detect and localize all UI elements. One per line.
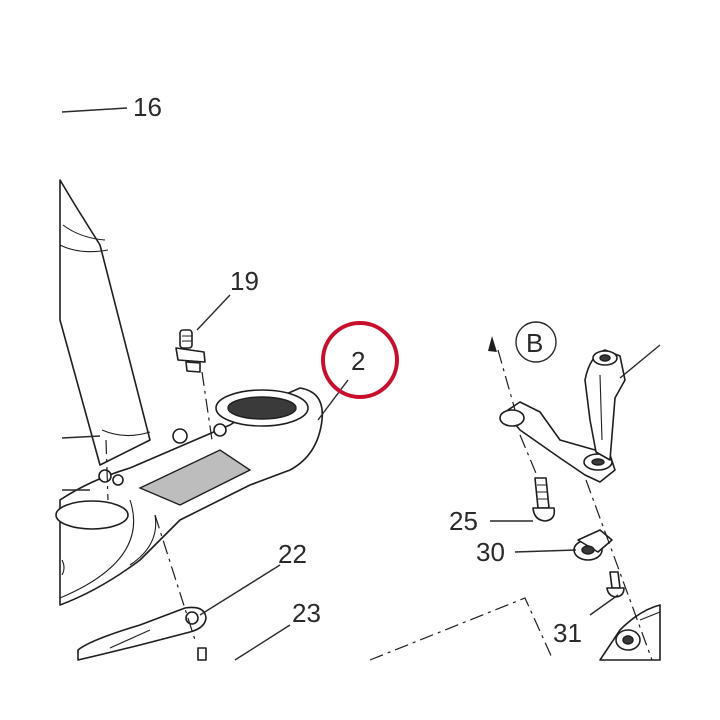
steering-damper [599, 604, 661, 661]
callout-16: 16 [133, 92, 162, 122]
bushing-30 [573, 529, 613, 561]
steering-damper-bracket [499, 349, 626, 483]
part-22 [77, 606, 207, 661]
bolt-25 [532, 477, 556, 522]
callout-31: 31 [553, 618, 582, 648]
arrow-to-b [488, 336, 497, 352]
centerlines [105, 349, 653, 661]
callout-2: 2 [351, 346, 365, 376]
callout-23: 23 [292, 598, 321, 628]
callout-25: 25 [449, 506, 478, 536]
highlight-ring [321, 321, 399, 399]
leader-lines [61, 107, 661, 661]
triple-clamp [55, 387, 324, 606]
callout-22: 22 [278, 539, 307, 569]
callout-30: 30 [476, 537, 505, 567]
reference-b-circle [515, 321, 557, 363]
callout-b: B [526, 328, 543, 358]
bolt-19 [175, 329, 206, 373]
fork-tube [59, 179, 151, 466]
callout-19: 19 [230, 266, 259, 296]
